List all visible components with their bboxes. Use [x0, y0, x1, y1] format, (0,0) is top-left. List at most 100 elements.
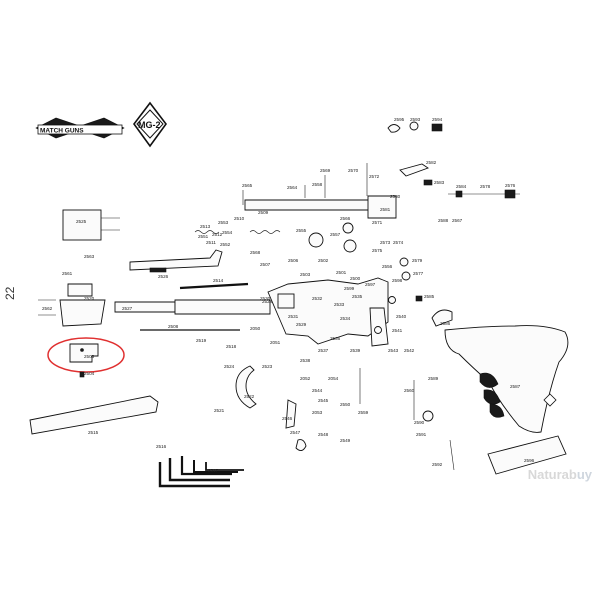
callout-2542: 2542 — [404, 348, 415, 353]
callout-2571: 2571 — [372, 220, 383, 225]
knob-part — [504, 189, 516, 199]
cam-part — [308, 232, 324, 248]
grip-medallion — [543, 393, 557, 407]
callout-2510: 2510 — [234, 216, 245, 221]
callout-2567: 2567 — [452, 218, 463, 223]
callout-2529: 2529 — [296, 322, 307, 327]
callout-2584: 2584 — [456, 184, 467, 189]
spring-part — [194, 230, 220, 234]
highlighted-plate — [69, 343, 99, 363]
ring-part-2 — [342, 222, 354, 234]
callout-2582: 2582 — [426, 160, 437, 165]
callout-2598: 2598 — [392, 278, 403, 283]
side-plate — [59, 299, 106, 327]
screw-part — [423, 179, 433, 186]
callout-2537: 2537 — [318, 348, 329, 353]
callout-2593: 2593 — [410, 117, 421, 122]
callout-2544: 2544 — [312, 388, 323, 393]
lower-rail — [29, 395, 159, 435]
callout-2545: 2545 — [318, 398, 329, 403]
trigger-tongue — [285, 399, 297, 429]
callout-2505: 2505 — [84, 354, 95, 359]
plate-screw — [79, 371, 85, 378]
callout-2555: 2555 — [296, 228, 307, 233]
callout-2546: 2546 — [282, 416, 293, 421]
cam-part-2 — [343, 239, 357, 253]
callout-2543: 2543 — [388, 348, 399, 353]
callout-2517: 2517 — [208, 468, 219, 473]
watermark: Naturabuy — [528, 467, 592, 482]
callout-2054: 2054 — [328, 376, 339, 381]
callout-2519: 2519 — [196, 338, 207, 343]
logo-right-text: MG-2 — [138, 120, 161, 130]
callout-2522: 2522 — [244, 394, 255, 399]
callout-2530: 2530 — [260, 296, 271, 301]
mg2-logo — [133, 101, 167, 148]
callout-2552: 2552 — [220, 242, 231, 247]
callout-2588: 2588 — [438, 218, 449, 223]
callout-2564: 2564 — [287, 185, 298, 190]
pistol-grip — [444, 325, 569, 433]
callout-2592: 2592 — [432, 462, 443, 467]
callout-2559: 2559 — [358, 410, 369, 415]
callout-2524: 2524 — [224, 364, 235, 369]
frame-bar-right — [174, 299, 271, 315]
callout-2506: 2506 — [288, 258, 299, 263]
logo-left-text: MATCH GUNS — [40, 128, 84, 135]
callout-2551: 2551 — [198, 234, 209, 239]
callout-2507: 2507 — [260, 262, 271, 267]
callout-2520: 2520 — [84, 296, 95, 301]
callout-2557: 2557 — [330, 232, 341, 237]
highlight-ring — [47, 337, 125, 373]
callout-2053: 2053 — [312, 410, 323, 415]
callout-2051: 2051 — [270, 340, 281, 345]
callout-2514: 2514 — [213, 278, 224, 283]
callout-2587: 2587 — [510, 384, 521, 389]
callout-2050: 2050 — [250, 326, 261, 331]
pin-head-2 — [374, 326, 382, 334]
callout-2570: 2570 — [348, 168, 359, 173]
callout-2589: 2589 — [428, 376, 439, 381]
callout-2556: 2556 — [382, 264, 393, 269]
washer-part-2 — [401, 271, 411, 281]
hex-key-set — [158, 456, 244, 488]
callout-2538: 2538 — [300, 358, 311, 363]
callout-2501: 2501 — [336, 270, 347, 275]
watermark-part1: Naturab — [527, 467, 577, 482]
callout-2594: 2594 — [432, 117, 443, 122]
nut-part — [455, 190, 463, 198]
callout-2579: 2579 — [412, 258, 423, 263]
callout-2531: 2531 — [288, 314, 299, 319]
callout-2562: 2562 — [42, 306, 53, 311]
callout-2553: 2553 — [218, 220, 229, 225]
callout-2568: 2568 — [250, 250, 261, 255]
callout-2585: 2585 — [424, 294, 435, 299]
trigger-guard — [235, 365, 257, 409]
long-rod — [179, 282, 249, 290]
small-bracket — [67, 283, 93, 297]
callout-2521: 2521 — [214, 408, 225, 413]
match-guns-logo — [35, 117, 125, 139]
screw-part-2 — [415, 295, 423, 302]
callout-2528: 2528 — [262, 299, 273, 304]
callout-2527: 2527 — [122, 306, 133, 311]
callout-2566: 2566 — [340, 216, 351, 221]
callout-2563: 2563 — [84, 254, 95, 259]
trigger-lever — [129, 249, 223, 271]
trigger-blade — [399, 163, 429, 177]
lever-insert — [149, 267, 167, 273]
callout-2590: 2590 — [414, 420, 425, 425]
callout-2554: 2554 — [222, 230, 233, 235]
callout-2512: 2512 — [212, 232, 223, 237]
callout-2523: 2523 — [262, 364, 273, 369]
callout-2547: 2547 — [290, 430, 301, 435]
callout-2581: 2581 — [380, 207, 391, 212]
callout-2599: 2599 — [344, 286, 355, 291]
ring-part — [409, 121, 419, 131]
callout-2525: 2525 — [76, 219, 87, 224]
callout-2596: 2596 — [524, 458, 535, 463]
callout-2535: 2535 — [352, 294, 363, 299]
pin-head — [388, 296, 396, 304]
callout-2540: 2540 — [396, 314, 407, 319]
